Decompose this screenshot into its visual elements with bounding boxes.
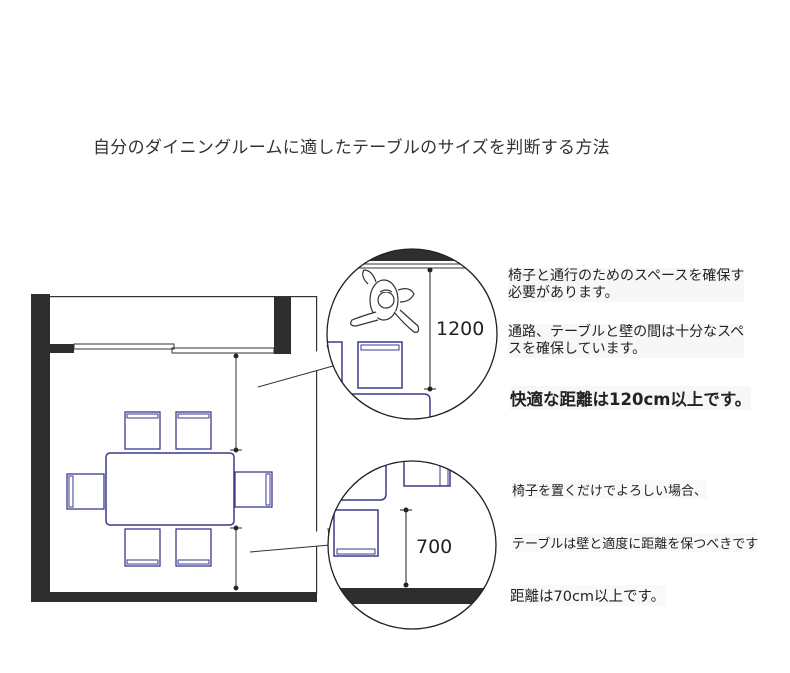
note-upper-line-2: 必要があります。 — [508, 285, 619, 301]
chair-bottom-left — [124, 528, 161, 567]
zoom-circle-upper: 1200 — [326, 248, 498, 420]
chair-bottom-right — [175, 528, 212, 567]
chair-left — [66, 473, 105, 510]
chair-top-left — [124, 411, 161, 450]
dimension-label-700: 700 — [416, 536, 452, 558]
callout-pointer-upper — [257, 344, 334, 388]
plan-dimension-upper — [230, 353, 242, 453]
note-lower-line-2: テーブルは壁と適度に距離を保つべきです — [512, 533, 759, 552]
window — [73, 343, 275, 354]
note-upper-line-3: 通路、テーブルと壁の間は十分なスペ — [508, 324, 745, 340]
room-walls — [31, 294, 318, 602]
person-top-view — [350, 269, 420, 333]
dining-table — [105, 452, 235, 526]
note-upper-text-2: 通路、テーブルと壁の間は十分なスペ スを確保しています。 — [508, 324, 745, 358]
chair-right — [234, 471, 273, 508]
chair-top-right — [175, 411, 212, 450]
note-lower-line-1: 椅子を置くだけでよろしい場合、 — [512, 480, 708, 499]
dimension-label-1200: 1200 — [436, 318, 484, 340]
note-upper-line-4: スを確保しています。 — [508, 341, 647, 357]
note-upper-line-1: 椅子と通行のためのスペースを確保す — [508, 268, 745, 284]
page-title: 自分のダイニングルームに適したテーブルのサイズを判断する方法 — [93, 138, 610, 158]
callout-pointer-lower — [249, 527, 331, 553]
note-lower-emphasis: 距離は70cm以上です。 — [510, 585, 666, 606]
plan-dimension-lower — [230, 525, 242, 591]
zoom-circle-lower: 700 — [327, 460, 497, 630]
note-upper-emphasis: 快適な距離は120cm以上です。 — [510, 386, 752, 410]
note-upper-text-1: 椅子と通行のためのスペースを確保す 必要があります。 — [508, 268, 745, 302]
